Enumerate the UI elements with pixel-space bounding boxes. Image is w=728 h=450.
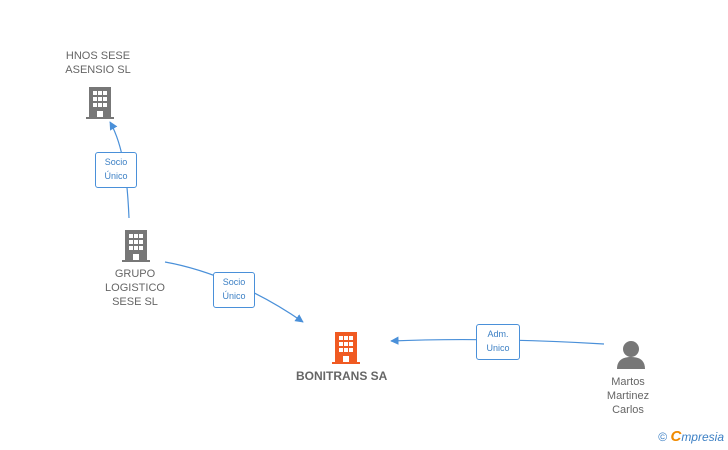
edge-label-socio-unico-bonitrans: Socio Único: [213, 272, 255, 308]
edge-label-line: Único: [104, 171, 128, 181]
edge-label-line: Adm.: [487, 329, 509, 339]
brand-initial: C: [670, 428, 682, 445]
building-icon: [332, 332, 360, 364]
edge-label-line: Único: [222, 291, 246, 301]
node-label-hnos: HNOS SESE ASENSIO SL: [50, 49, 146, 77]
edge-label-line: Socio: [104, 157, 128, 167]
node-label-line: Martos: [611, 376, 645, 388]
building-icon: [86, 87, 114, 119]
copyright-symbol: ©: [658, 430, 668, 444]
node-label-line: LOGISTICO: [105, 282, 165, 294]
node-label-grupo: GRUPO LOGISTICO SESE SL: [92, 267, 178, 309]
edge-label-line: Unico: [486, 343, 510, 353]
edge-label-adm-unico: Adm. Unico: [476, 324, 520, 360]
node-label-line: HNOS SESE: [65, 50, 131, 62]
node-label-line: Martinez: [606, 390, 650, 402]
node-label-line: SESE SL: [112, 296, 158, 308]
person-icon: [617, 341, 645, 369]
empresia-watermark: © Cmpresia: [658, 428, 724, 445]
node-label-line: GRUPO: [114, 268, 156, 280]
node-label-line: ASENSIO SL: [65, 64, 131, 76]
building-icon: [122, 230, 150, 262]
node-label-line: Carlos: [612, 404, 644, 416]
edge-label-line: Socio: [222, 277, 246, 287]
node-label-martos: Martos Martinez Carlos: [590, 375, 666, 417]
brand-name: mpresia: [681, 430, 724, 444]
edge-label-socio-unico-hnos: Socio Único: [95, 152, 137, 188]
node-label-bonitrans: BONITRANS SA: [296, 369, 388, 383]
